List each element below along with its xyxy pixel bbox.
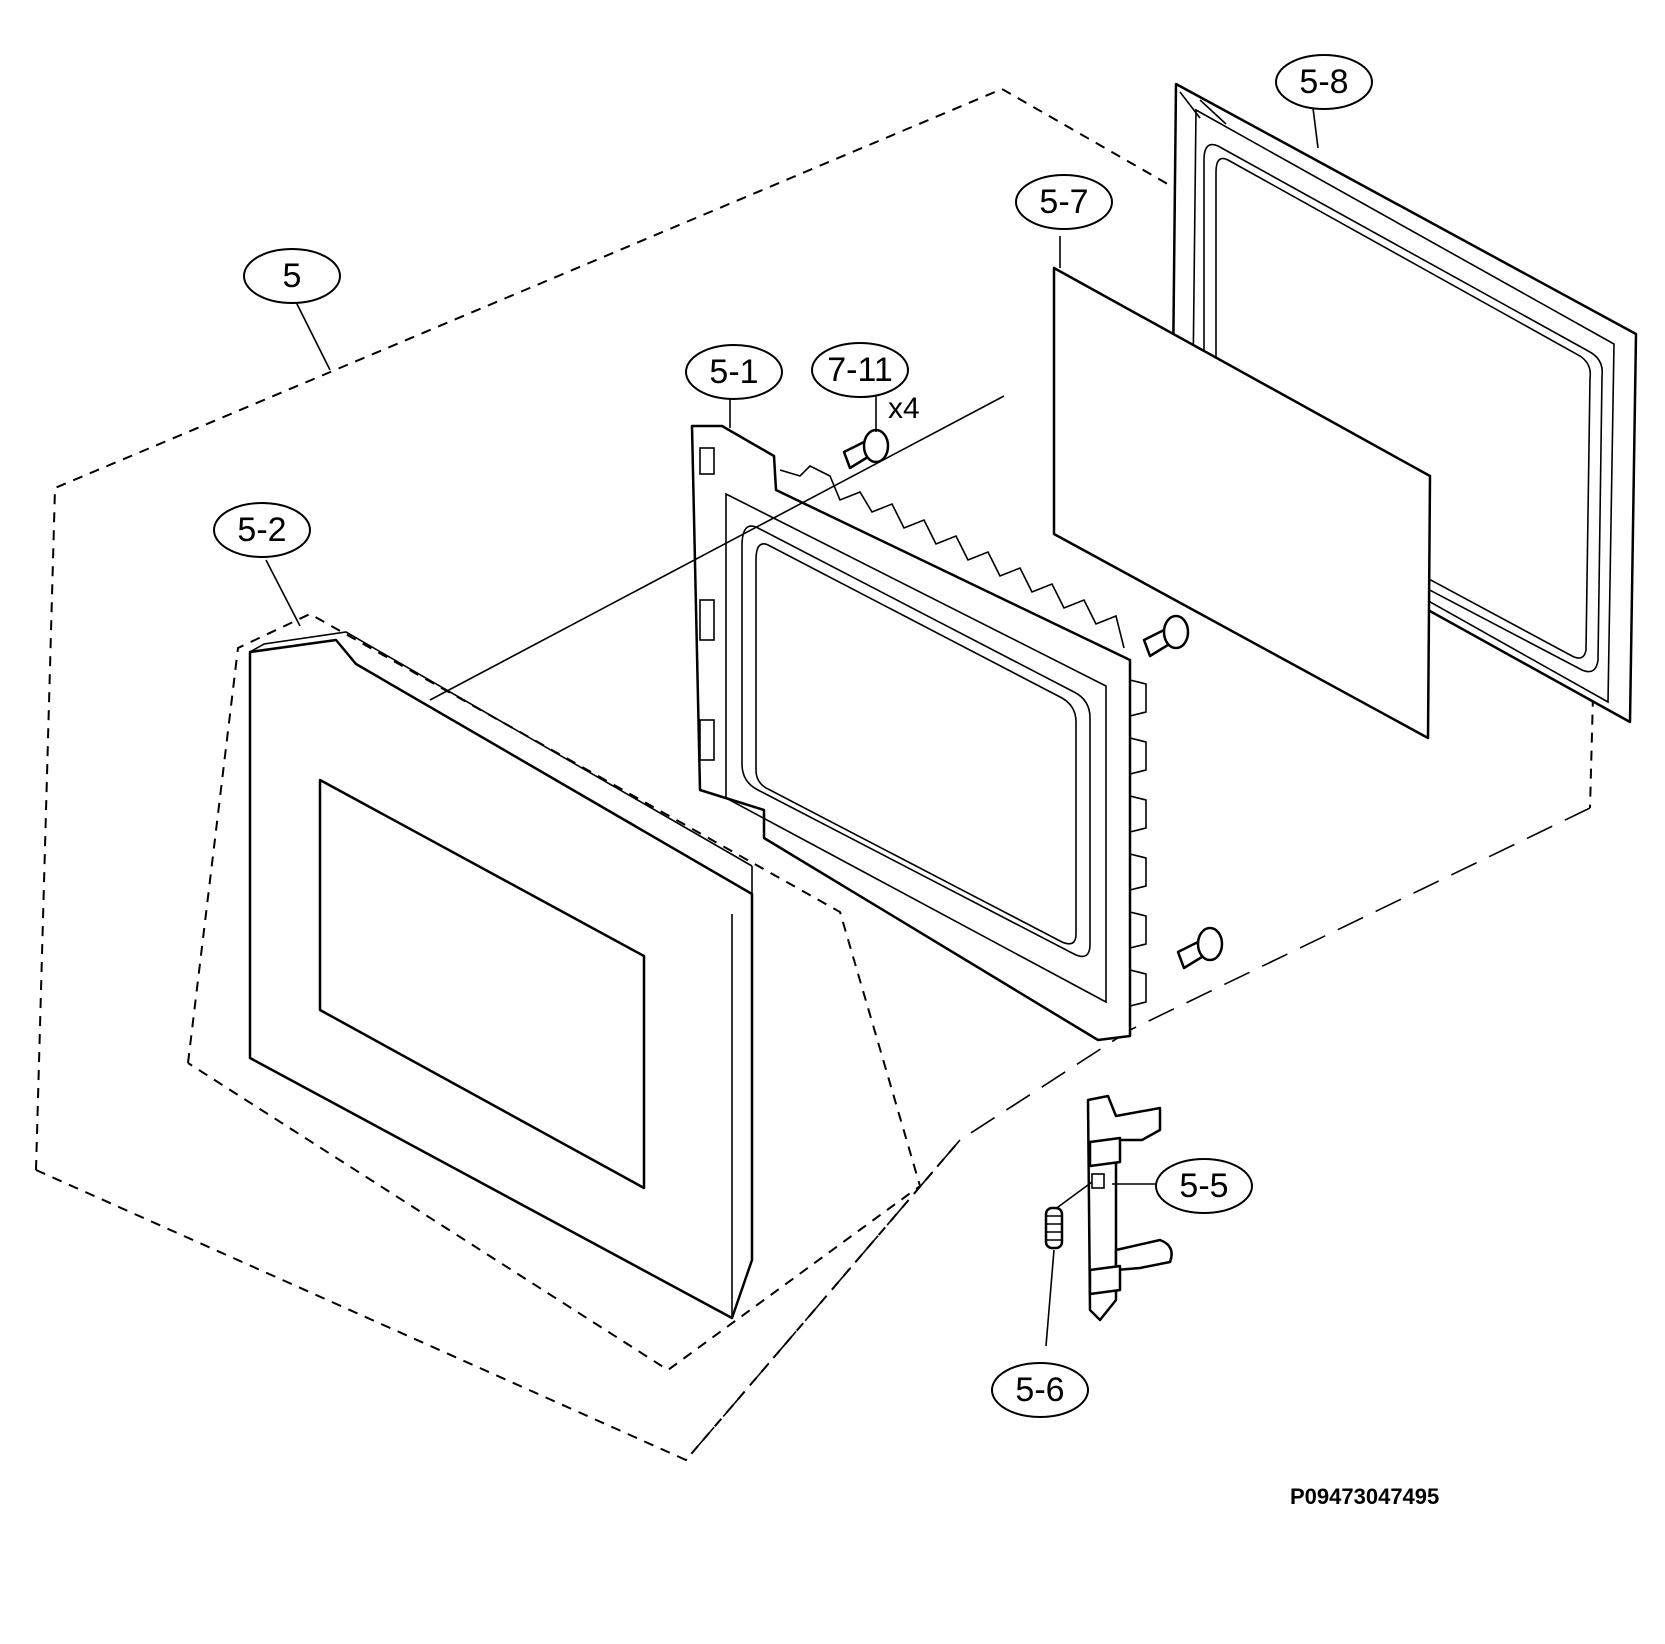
callout-5-2: 5-2 <box>213 502 311 558</box>
callout-5-5: 5-5 <box>1155 1158 1253 1214</box>
callout-5: 5 <box>243 248 341 304</box>
screw-icon <box>1176 926 1224 970</box>
front-panel-boundary <box>187 612 922 1372</box>
callout-5-8: 5-8 <box>1275 54 1373 110</box>
callout-label: 5-1 <box>709 353 758 391</box>
inner-door-frame-part <box>690 424 1147 1042</box>
callout-label: 5 <box>283 257 302 295</box>
screw-quantity-label: x4 <box>888 392 920 425</box>
callout-label: 5-8 <box>1299 63 1348 101</box>
callout-7-11: 7-11 <box>811 342 909 398</box>
screw-icon <box>1142 614 1190 658</box>
leader-lines <box>265 107 1319 1347</box>
callout-label: 7-11 <box>827 351 893 389</box>
front-door-panel-part <box>248 631 754 1320</box>
latch-hook-part <box>1086 1094 1173 1322</box>
callout-label: 5-2 <box>237 511 286 549</box>
callout-5-1: 5-1 <box>685 344 783 400</box>
callout-5-6: 5-6 <box>991 1362 1089 1418</box>
diagram-reference-code: P09473047495 <box>1290 1484 1439 1509</box>
screw-icon <box>842 428 890 470</box>
callout-label: 5-5 <box>1179 1167 1228 1205</box>
callout-label: 5-7 <box>1039 183 1088 221</box>
door-frame-part <box>1170 82 1638 724</box>
alignment-line <box>429 395 1005 701</box>
callout-5-7: 5-7 <box>1015 174 1113 230</box>
spring-part <box>1044 1181 1093 1250</box>
glass-plate-part <box>1052 266 1432 740</box>
callout-label: 5-6 <box>1015 1371 1064 1409</box>
